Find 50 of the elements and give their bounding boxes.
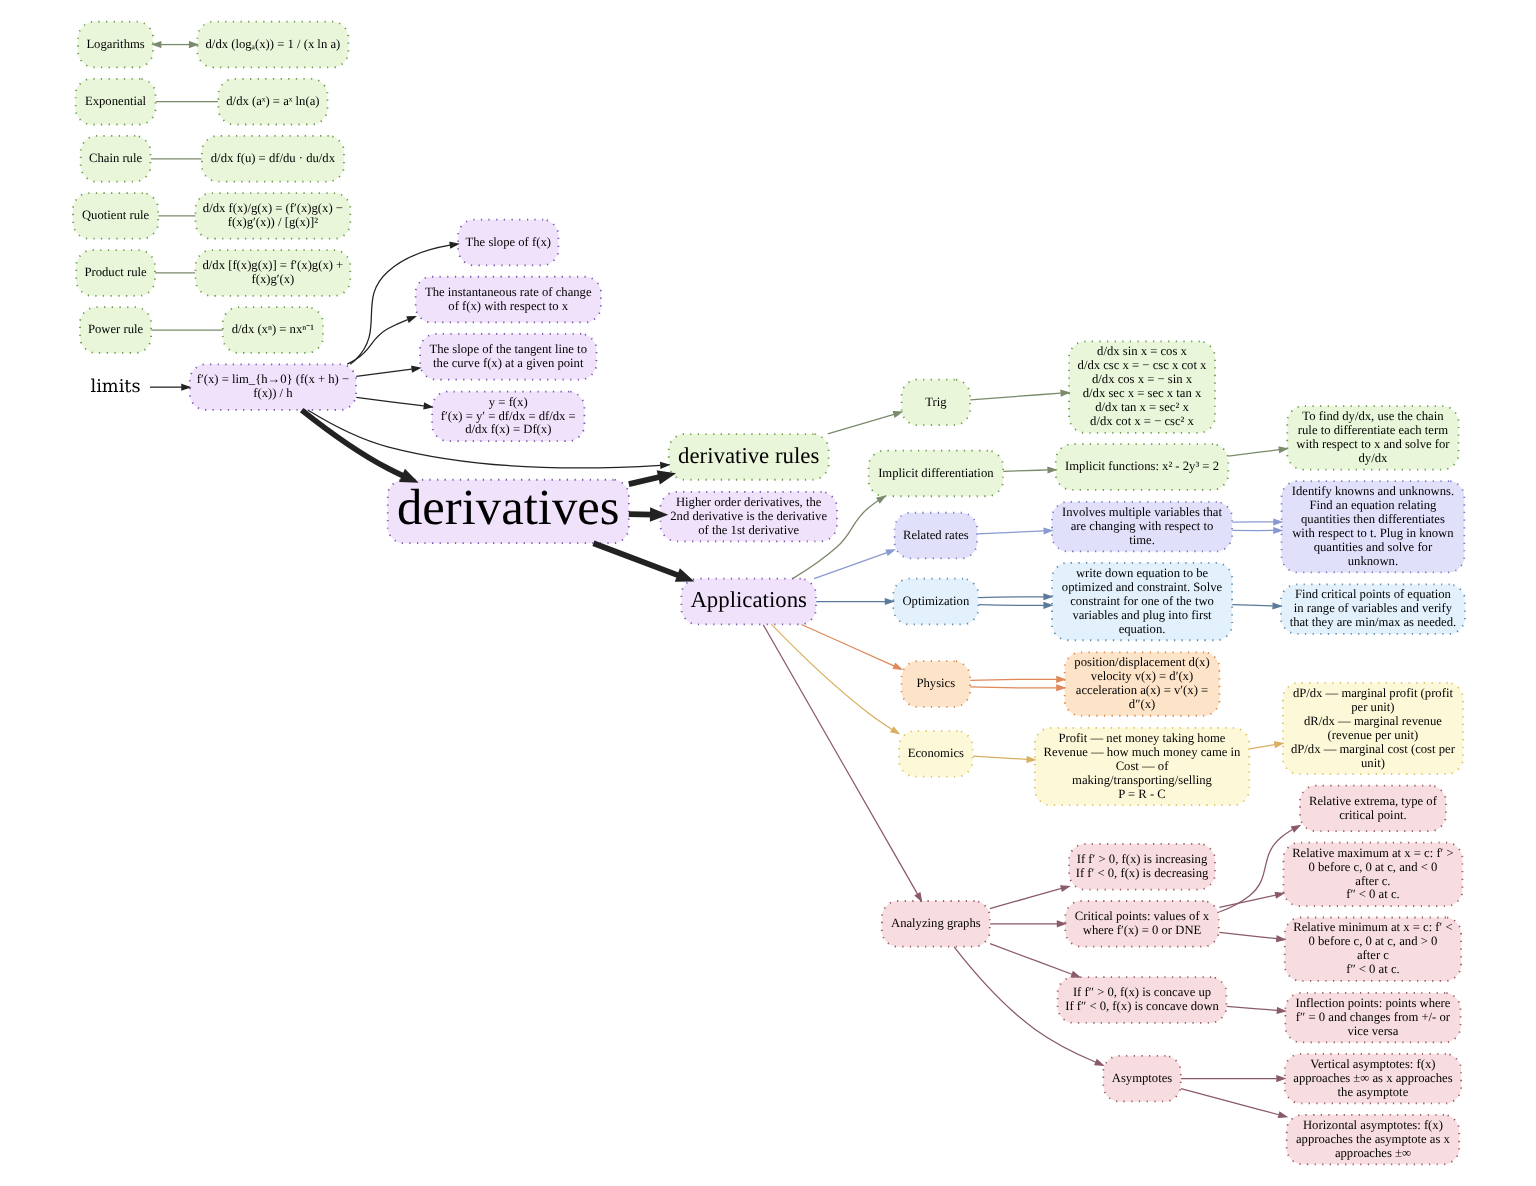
arrow (975, 527, 1053, 535)
arrow (627, 507, 668, 522)
connector (156, 215, 195, 217)
connector (154, 101, 218, 103)
arrow (1230, 602, 1282, 610)
arrow (1217, 931, 1286, 943)
arrow (971, 755, 1036, 763)
arrow (769, 623, 900, 735)
connector (149, 329, 223, 331)
arrow (345, 316, 417, 365)
node-box: derivatives (385, 478, 629, 545)
arrow (1230, 526, 1283, 535)
arrow (968, 684, 1066, 692)
arrow (814, 598, 894, 606)
node-box: derivative rules (666, 433, 829, 481)
arrow (988, 920, 1066, 928)
arrow (968, 389, 1070, 401)
arrow (826, 411, 903, 435)
arrow (977, 601, 1053, 609)
node-text: limits (89, 377, 140, 398)
arrow (988, 943, 1081, 978)
connector (149, 158, 202, 160)
arrow (348, 241, 459, 365)
node-box: Applications (679, 577, 816, 626)
arrow (761, 624, 922, 903)
arrow (150, 41, 199, 49)
arrow (1247, 741, 1284, 750)
arrow (591, 540, 694, 582)
arrow (627, 470, 676, 487)
arrow (1225, 1005, 1286, 1014)
arrow (148, 383, 191, 391)
arrow (298, 407, 418, 483)
arrow (977, 593, 1053, 601)
arrow (1179, 1088, 1288, 1119)
arrow (988, 885, 1070, 910)
arrow (790, 495, 886, 580)
arrow (1230, 518, 1283, 526)
arrow (354, 396, 433, 410)
arrow (1217, 891, 1285, 908)
arrow (1217, 824, 1301, 913)
arrow (799, 623, 903, 670)
arrow (1226, 446, 1288, 457)
arrow (968, 675, 1066, 683)
arrow (952, 946, 1104, 1066)
arrow (354, 365, 421, 378)
arrow (812, 549, 896, 580)
arrow (1179, 1075, 1286, 1083)
arrow (306, 409, 670, 469)
connector (153, 272, 195, 274)
arrow (1001, 466, 1057, 474)
